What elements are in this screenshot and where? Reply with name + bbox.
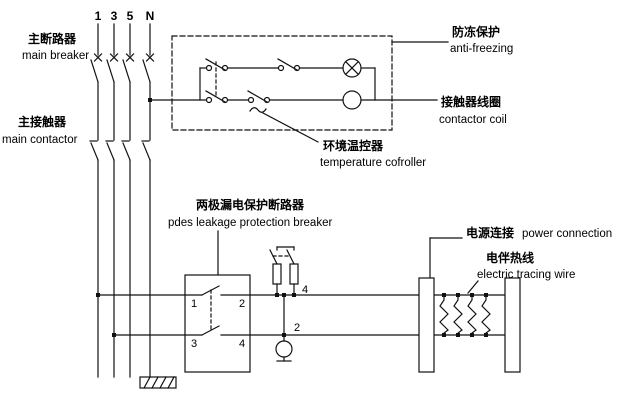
label-electric-tracing-zh: 电伴热线: [486, 250, 534, 265]
fuse-switch-branch: [269, 246, 299, 296]
main-breaker-symbols: [90, 53, 155, 83]
thermostat-contact-icon: [247, 90, 271, 113]
label-contactor-coil-en: contactor coil: [439, 114, 507, 126]
label-leakage-breaker-zh: 两极漏电保护断路器: [196, 197, 305, 212]
label-temperature-controller-zh: 环境温控器: [323, 138, 384, 153]
lamp-icon: [275, 340, 293, 358]
contactor-coil-icon: [342, 90, 362, 110]
lamp-branch: [275, 294, 293, 362]
heating-elements: [439, 294, 491, 336]
label-anti-freezing-zh: 防冻保护: [452, 24, 500, 39]
wire-number-4: 4: [302, 284, 308, 296]
phase-label-1: 1: [95, 9, 102, 23]
breaker-terminal-1: 1: [191, 298, 197, 310]
control-box: [149, 35, 438, 131]
junction-dots: [96, 98, 488, 337]
label-electric-tracing-en: electric tracing wire: [477, 269, 575, 281]
phase-label-5: 5: [127, 9, 134, 23]
leader-lines: [217, 41, 479, 294]
labels: 1 3 5 N 主断路器 main breaker 主接触器 main cont…: [2, 9, 612, 350]
label-power-connection-en: power connection: [522, 228, 612, 240]
hatched-terminal-strip: [139, 376, 177, 389]
phase-label-3: 3: [111, 9, 118, 23]
leakage-breaker-box: [184, 274, 251, 373]
main-contactor-symbols: [89, 140, 151, 161]
indicator-lamp-icon: [342, 58, 362, 78]
breaker-terminal-4: 4: [239, 338, 245, 350]
label-anti-freezing-en: anti-freezing: [450, 43, 513, 55]
wire-number-2: 2: [294, 322, 300, 334]
label-main-contactor-en: main contactor: [2, 134, 78, 146]
breaker-terminal-3: 3: [191, 338, 197, 350]
label-power-connection-zh: 电源连接: [466, 225, 514, 240]
phase-lines: [97, 23, 151, 378]
terminal-blocks: [418, 277, 521, 373]
label-main-contactor-zh: 主接触器: [18, 114, 67, 129]
label-temperature-controller-en: temperature cofroller: [320, 157, 426, 169]
phase-label-n: N: [146, 9, 155, 23]
bottom-power-lines: [97, 294, 518, 336]
label-leakage-breaker-en: pdes leakage protection breaker: [168, 217, 332, 229]
label-main-breaker-en: main breaker: [22, 50, 89, 62]
label-contactor-coil-zh: 接触器线圈: [441, 94, 501, 109]
label-main-breaker-zh: 主断路器: [28, 31, 77, 46]
breaker-terminal-2: 2: [239, 298, 245, 310]
